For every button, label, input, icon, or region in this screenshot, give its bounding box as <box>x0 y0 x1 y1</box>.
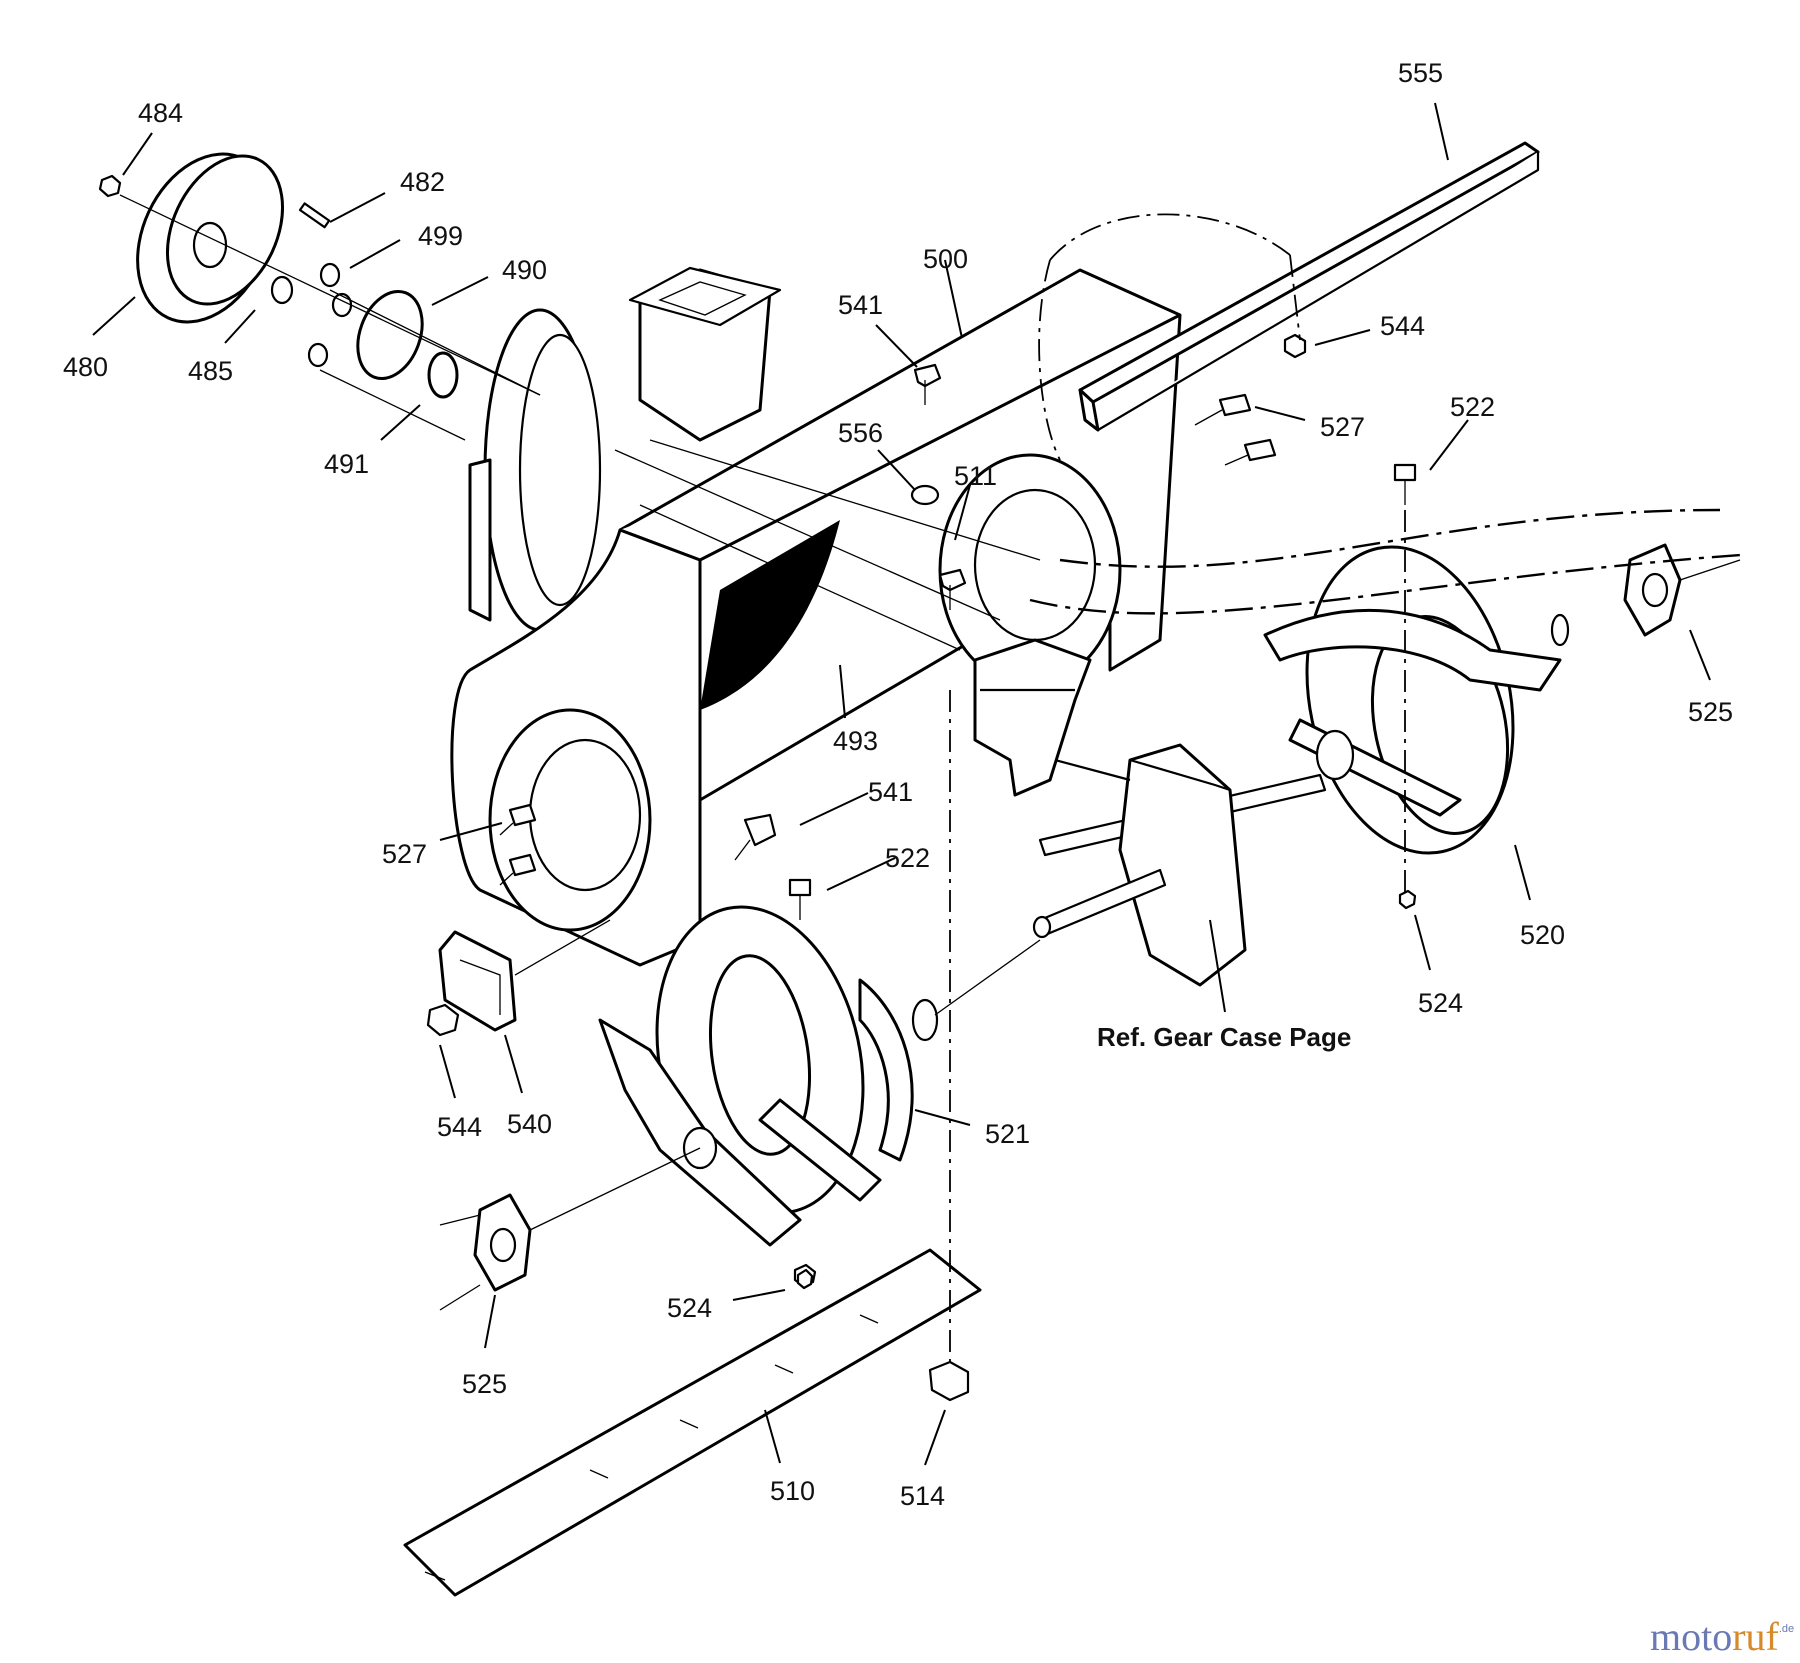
label-520: 520 <box>1520 920 1565 950</box>
label-499: 499 <box>418 221 463 251</box>
label-480: 480 <box>63 352 108 382</box>
label-541-top: 541 <box>838 290 883 320</box>
label-527-left: 527 <box>382 839 427 869</box>
label-490: 490 <box>502 255 547 285</box>
label-524-left: 524 <box>667 1293 712 1323</box>
label-485: 485 <box>188 356 233 386</box>
label-540: 540 <box>507 1109 552 1139</box>
label-527-right: 527 <box>1320 412 1365 442</box>
label-522-right: 522 <box>1450 392 1495 422</box>
label-555: 555 <box>1398 58 1443 88</box>
label-525-left: 525 <box>462 1369 507 1399</box>
label-544-top: 544 <box>1380 311 1425 341</box>
label-484: 484 <box>138 98 183 128</box>
label-541-mid: 541 <box>868 777 913 807</box>
label-522-mid: 522 <box>885 843 930 873</box>
label-525-right: 525 <box>1688 697 1733 727</box>
label-493: 493 <box>833 726 878 756</box>
label-544-bottom: 544 <box>437 1112 482 1142</box>
bolts-drawing <box>499 333 1417 1290</box>
centerlines-drawing <box>614 254 1741 1370</box>
leader-lines <box>92 102 1711 1466</box>
part-number-labels: 484 482 499 490 480 485 491 555 500 541 … <box>63 58 1733 1511</box>
pulley-drawing <box>98 152 541 441</box>
site-watermark: motoruf.de <box>1650 1614 1794 1659</box>
auger-housing-drawing <box>450 213 1291 967</box>
label-500: 500 <box>923 244 968 274</box>
label-491: 491 <box>324 449 369 479</box>
auger-left-drawing <box>598 905 1041 1247</box>
label-482: 482 <box>400 167 445 197</box>
bearing-drawings <box>439 543 1741 1311</box>
gear-case-drawing <box>979 738 1247 987</box>
ref-gear-case-note: Ref. Gear Case Page <box>1097 1022 1351 1052</box>
label-521: 521 <box>985 1119 1030 1149</box>
label-556: 556 <box>838 418 883 448</box>
watermark-logo: motoruf.de <box>1650 1614 1794 1659</box>
label-514: 514 <box>900 1481 945 1511</box>
angle-bar-drawing <box>1078 141 1540 432</box>
label-511: 511 <box>954 461 997 491</box>
label-524-right: 524 <box>1418 988 1463 1018</box>
auger-right-drawing <box>1038 545 1570 857</box>
shave-plate-drawing <box>403 1248 982 1597</box>
label-510: 510 <box>770 1476 815 1506</box>
skid-shoe-drawing <box>426 919 611 1037</box>
impeller-drawing <box>973 638 1092 797</box>
